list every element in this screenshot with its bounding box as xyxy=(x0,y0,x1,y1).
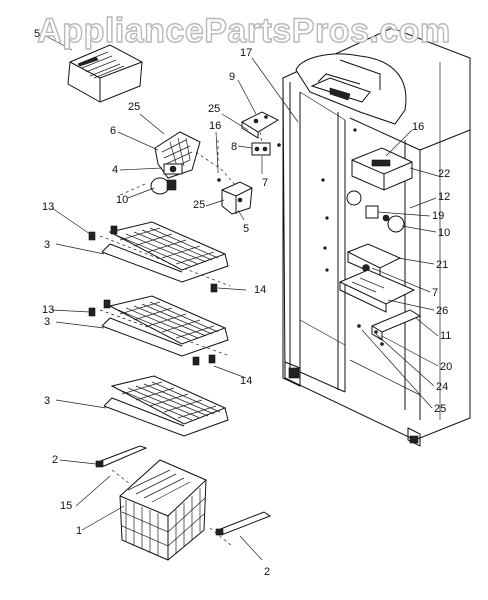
callout-21: 21 xyxy=(436,259,448,271)
part-shelf-upper xyxy=(101,221,229,283)
part-shelf-middle xyxy=(101,295,229,357)
part-light-socket-bracket xyxy=(240,111,280,139)
callout-5-bracket: 5 xyxy=(243,223,249,235)
callout-26: 26 xyxy=(436,305,448,317)
callout-1: 1 xyxy=(76,525,82,537)
refrigerator-cabinet xyxy=(282,27,471,447)
callout-8: 8 xyxy=(231,141,237,153)
callout-12: 12 xyxy=(438,191,450,203)
part-bulb-socket-right xyxy=(346,190,405,233)
callout-2-left: 2 xyxy=(52,454,58,466)
callout-7-left: 7 xyxy=(262,177,268,189)
callout-6: 6 xyxy=(110,125,116,137)
watermark-logo: AppliancePartsPros.com xyxy=(37,11,451,50)
callout-7-right: 7 xyxy=(432,287,438,299)
part-switch xyxy=(251,142,271,156)
callout-25-a: 25 xyxy=(128,101,140,113)
callout-10-left: 10 xyxy=(116,194,128,206)
callout-4: 4 xyxy=(112,164,118,176)
callout-20: 20 xyxy=(440,361,452,373)
callout-3-upper: 3 xyxy=(44,239,50,251)
shelf-clips xyxy=(88,225,218,366)
callout-13-middle: 13 xyxy=(42,304,54,316)
callout-11: 11 xyxy=(440,330,451,342)
part-damper-bracket xyxy=(221,181,253,215)
part-freezer-basket xyxy=(119,459,207,561)
callout-17: 17 xyxy=(240,47,252,59)
callout-25-right: 25 xyxy=(434,403,446,415)
callout-10-right: 10 xyxy=(438,227,450,239)
callout-25-b: 25 xyxy=(208,103,220,115)
part-crisper-cover-frame xyxy=(338,269,416,313)
callout-16-right: 16 xyxy=(412,121,424,133)
callout-14-middle: 14 xyxy=(240,375,252,387)
part-shelf-lower xyxy=(103,375,229,437)
callout-13-upper: 13 xyxy=(42,201,54,213)
part-ice-bin xyxy=(67,44,143,103)
callout-16-left: 16 xyxy=(209,120,221,132)
callout-25-c: 25 xyxy=(193,199,205,211)
callout-24: 24 xyxy=(436,381,448,393)
part-light-bulb-left xyxy=(150,177,177,195)
watermark-text: AppliancePartsPros.com xyxy=(37,12,450,50)
part-bracket xyxy=(163,163,183,175)
callout-3-middle: 3 xyxy=(44,316,50,328)
part-crisper-support xyxy=(370,309,422,341)
callout-3-lower: 3 xyxy=(44,395,50,407)
dispenser-housing xyxy=(295,53,407,125)
callout-5-ice-bin: 5 xyxy=(34,28,40,40)
callout-labels: 5 17 9 25 25 6 16 8 4 7 10 25 5 13 3 14 … xyxy=(34,28,452,578)
callout-9: 9 xyxy=(229,71,235,83)
callout-14-upper: 14 xyxy=(254,284,266,296)
part-light-housing-upper xyxy=(351,147,413,191)
callout-15: 15 xyxy=(60,500,72,512)
callout-22: 22 xyxy=(438,168,450,180)
part-basket-slide-left xyxy=(95,445,148,468)
callout-2-right: 2 xyxy=(264,566,270,578)
hardware-screws xyxy=(217,143,384,346)
callout-19: 19 xyxy=(432,210,444,222)
part-control-bracket xyxy=(346,243,402,277)
leader-lines xyxy=(41,33,439,561)
part-basket-slide-right xyxy=(215,511,272,536)
